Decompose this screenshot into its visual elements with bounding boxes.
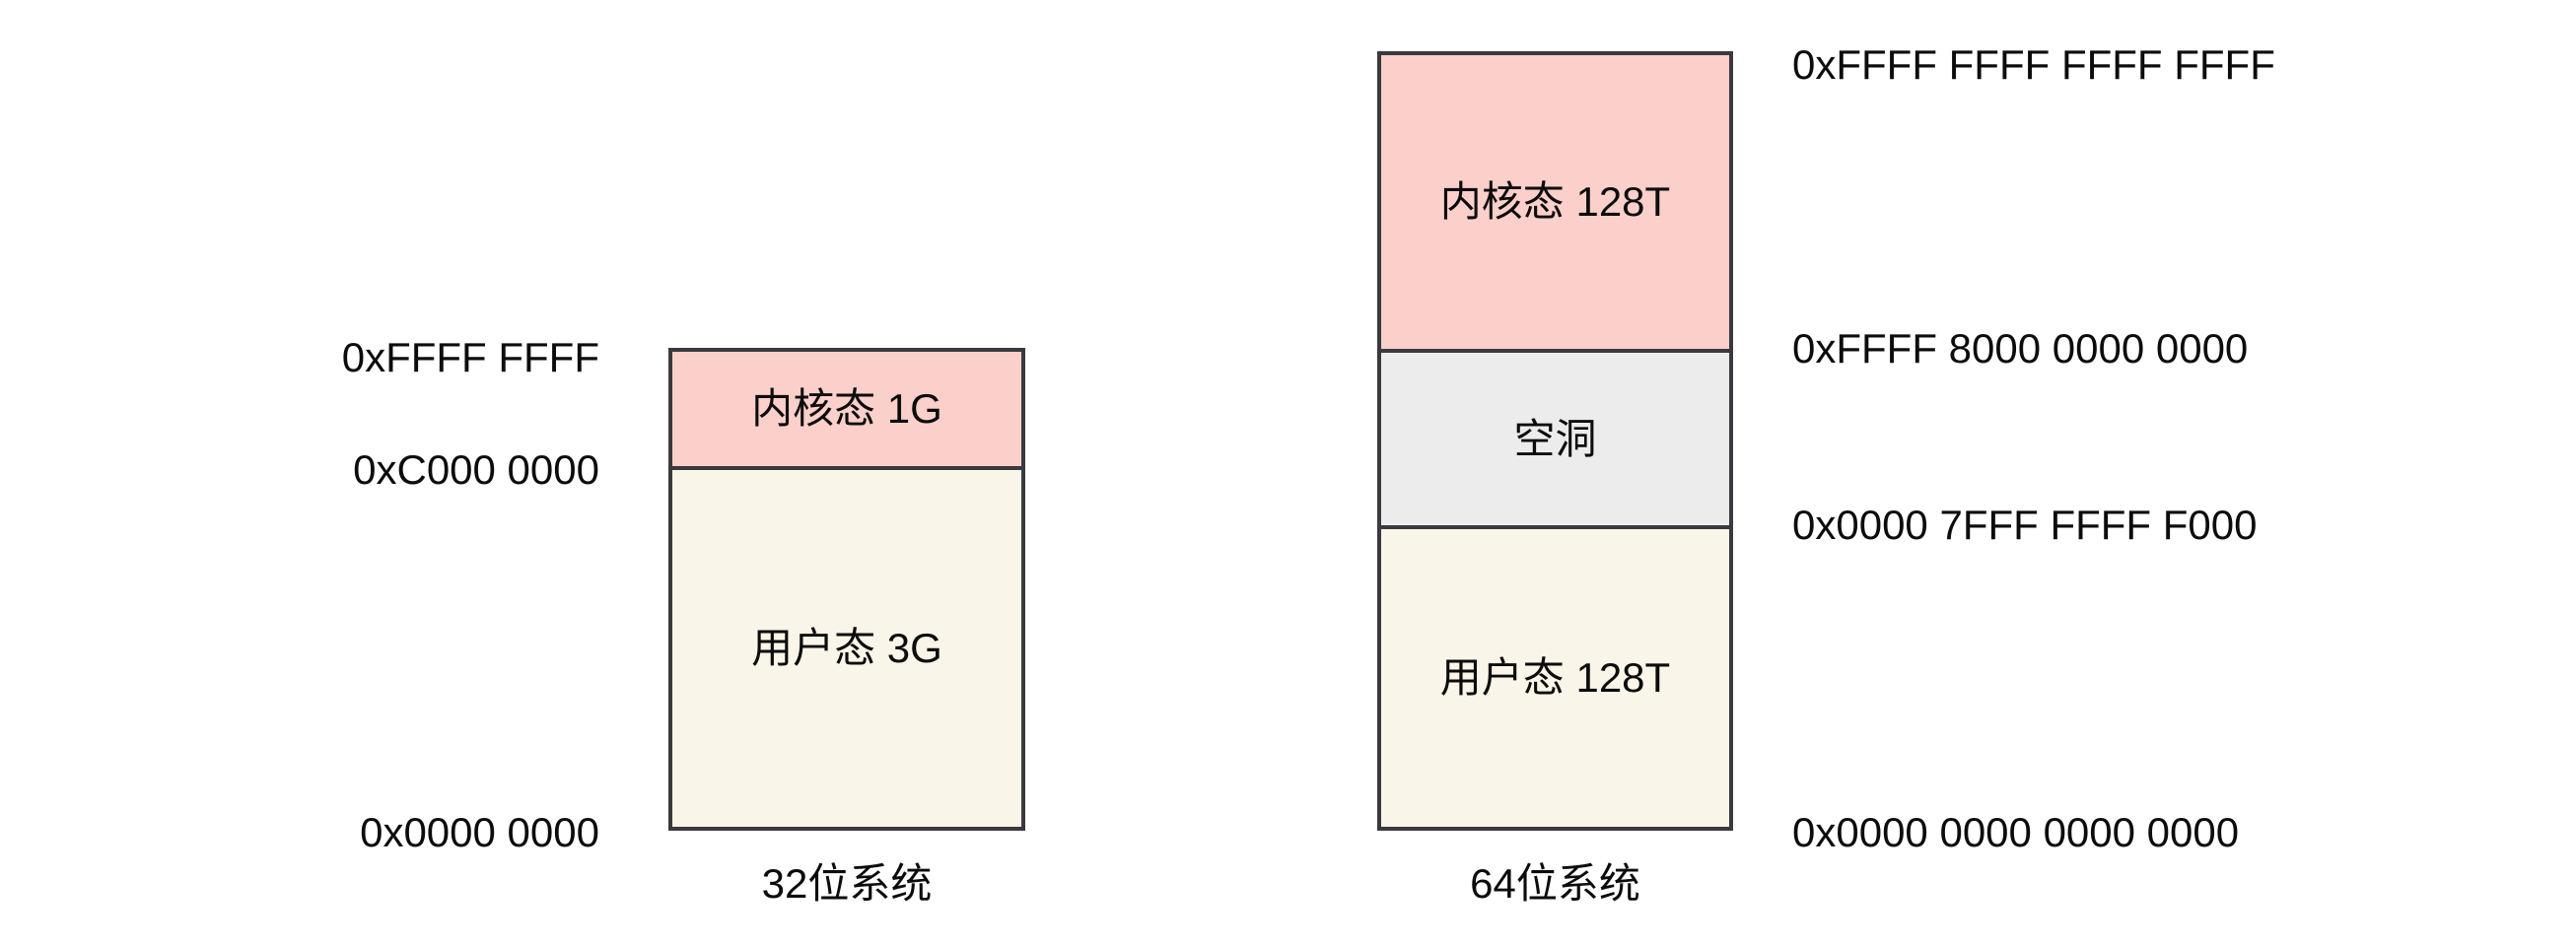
address-label-64-bottom: 0x0000 0000 0000 0000 — [1792, 809, 2240, 855]
memory-box-32bit: 内核态 1G 用户态 3G — [668, 348, 1025, 831]
section-user-64: 用户态 128T — [1381, 525, 1729, 827]
address-label-64-top: 0xFFFF FFFF FFFF FFFF — [1792, 41, 2275, 88]
section-user-64-label: 用户态 128T — [1439, 654, 1671, 701]
caption-64bit: 64位系统 — [1470, 860, 1640, 907]
memory-box-64bit: 内核态 128T 空洞 用户态 128T — [1377, 51, 1733, 831]
section-kernel-64: 内核态 128T — [1381, 55, 1729, 349]
section-kernel-64-label: 内核态 128T — [1439, 178, 1671, 225]
address-label-32-kernel-base: 0xC000 0000 — [353, 446, 599, 493]
section-kernel-32: 内核态 1G — [672, 352, 1021, 466]
address-label-64-user-top: 0x0000 7FFF FFFF F000 — [1792, 502, 2258, 548]
address-label-32-top: 0xFFFF FFFF — [341, 334, 599, 380]
address-label-32-bottom: 0x0000 0000 — [360, 809, 599, 855]
section-kernel-32-label: 内核态 1G — [751, 385, 942, 432]
section-hole-64-label: 空洞 — [1513, 415, 1597, 462]
section-user-32: 用户态 3G — [672, 466, 1021, 827]
section-user-32-label: 用户态 3G — [751, 625, 942, 671]
section-hole-64: 空洞 — [1381, 349, 1729, 525]
address-label-64-kernel-base: 0xFFFF 8000 0000 0000 — [1792, 325, 2249, 372]
caption-32bit: 32位系统 — [761, 860, 933, 907]
